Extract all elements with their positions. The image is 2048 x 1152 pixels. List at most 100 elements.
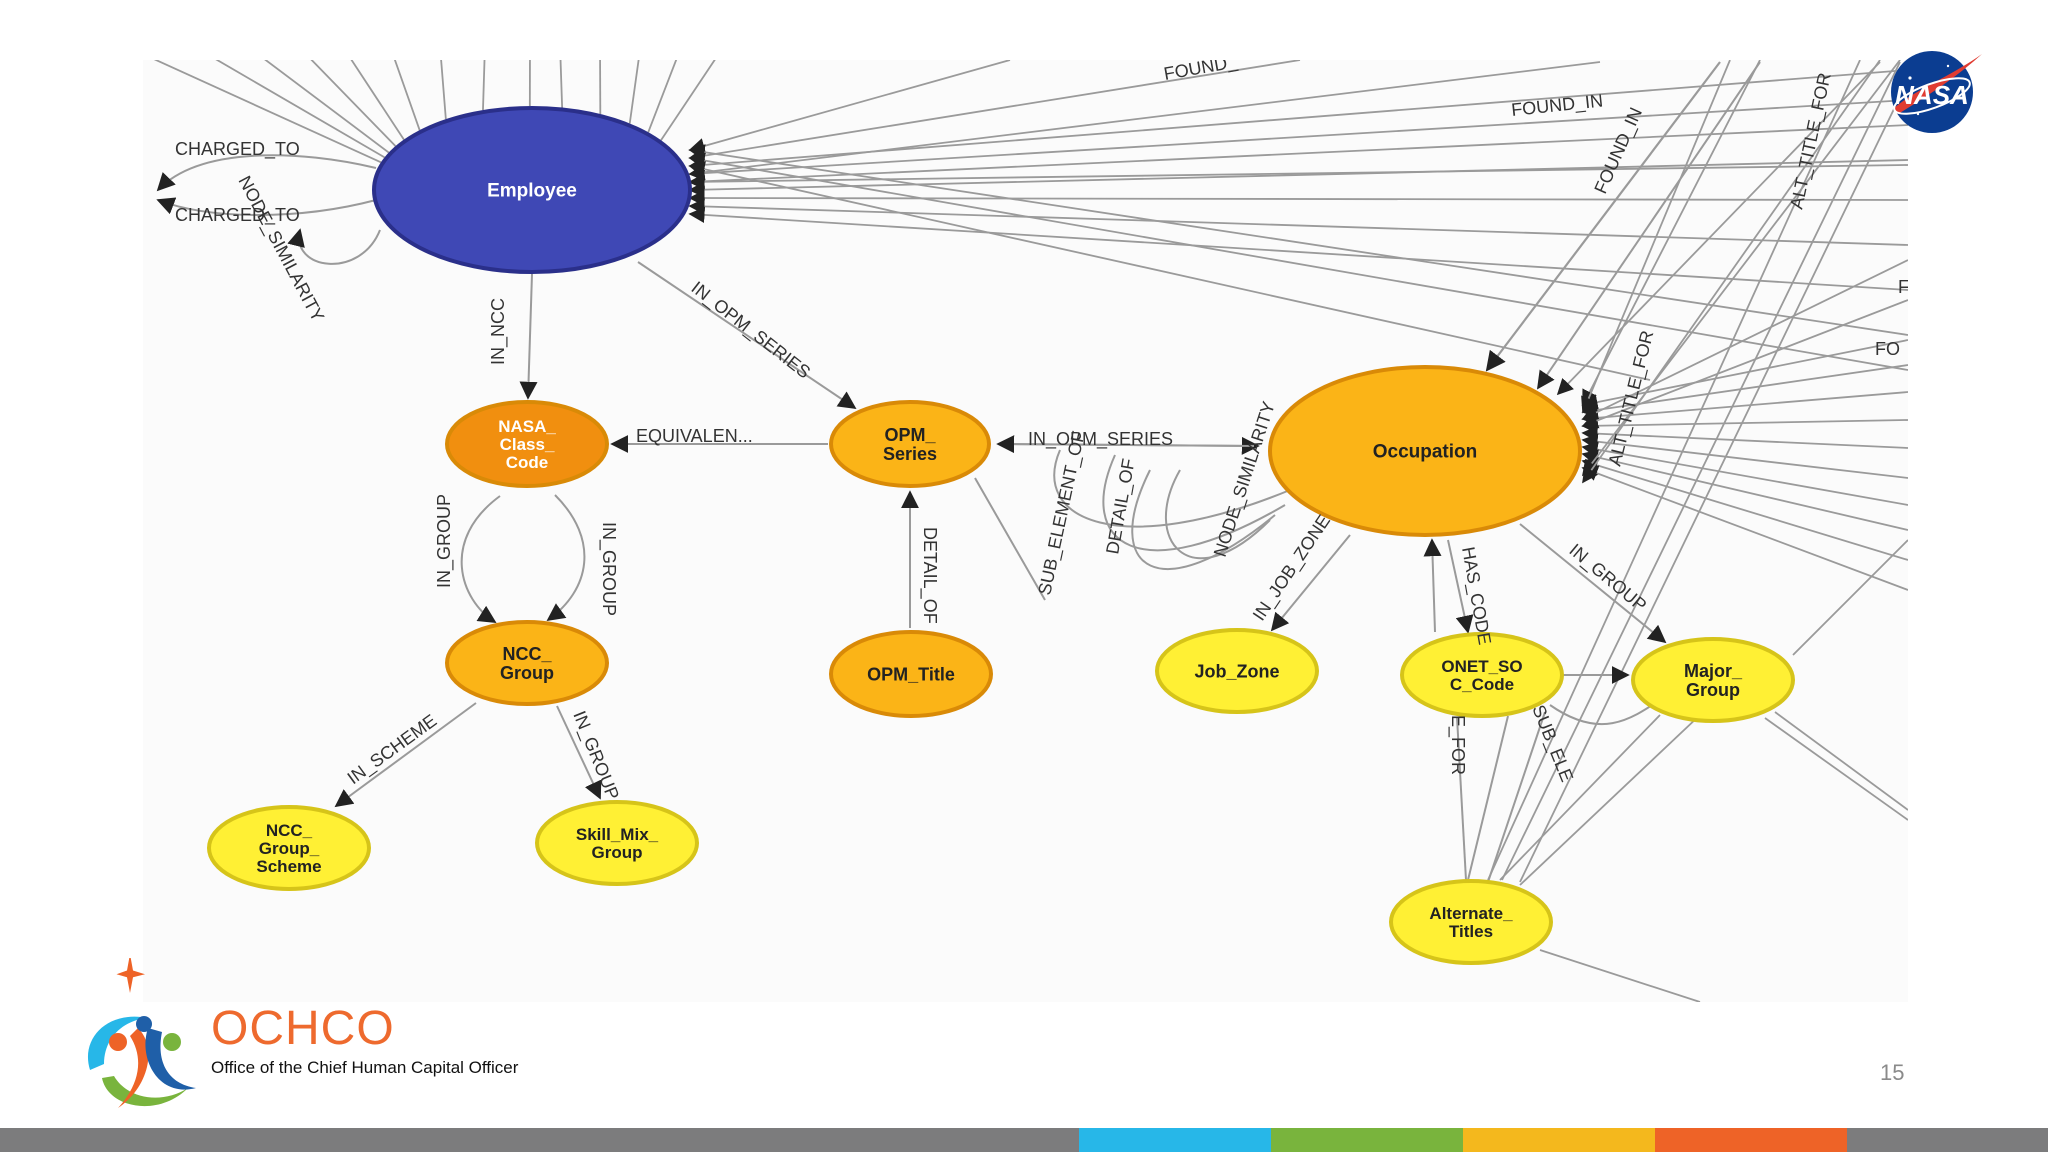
- edge-major-group-out: [1774, 711, 1908, 811]
- edge-label-sub-element-of: SUB_ELEMENT_OF: [1034, 429, 1089, 597]
- edge-found-in: [1485, 61, 1721, 372]
- node-circle: [535, 800, 699, 886]
- edge-detail-of-loop: [1053, 449, 1291, 528]
- edge-sub-element: [1467, 715, 1509, 881]
- edge-label-in-group-1: IN_GROUP: [434, 494, 455, 588]
- edge-sub-element-of: [974, 477, 1046, 601]
- edge-in-opm-series-occ: [996, 435, 1255, 454]
- edge-label-alt-title-for-2: ALT_TITLE_FOR: [1786, 71, 1835, 211]
- edge-in-job-zone: [1270, 534, 1351, 632]
- edge-employee-incoming: [215, 60, 386, 159]
- edges-layer: [153, 60, 1908, 1002]
- edge-employee-incoming: [559, 60, 564, 108]
- node-label-line: NCC_: [502, 644, 552, 664]
- nasa-logo-icon: NASA: [1891, 51, 1982, 133]
- edge-label-detail-of-1: DETAIL_OF: [919, 527, 940, 624]
- node-nasa-class-code[interactable]: NASA_Class_Code: [445, 400, 609, 488]
- node-label-line: Scheme: [256, 857, 321, 876]
- edge-employee-incoming: [688, 144, 1908, 336]
- edge-occupation-incoming: [1581, 339, 1908, 411]
- edge-label-equivalent: EQUIVALEN...: [636, 426, 753, 446]
- edge-occupation-incoming: [1581, 299, 1908, 429]
- node-circle: [829, 630, 993, 718]
- node-label: Skill_Mix_Group: [576, 825, 659, 862]
- organization-acronym: OCHCO: [211, 1002, 395, 1055]
- footer-color-bar: [0, 1128, 2048, 1152]
- edge-in-scheme: [334, 702, 477, 808]
- edge-node-similarity-loop: [1102, 454, 1286, 552]
- node-label: NCC_Group_Scheme: [256, 821, 321, 876]
- node-skill-mix-group[interactable]: Skill_Mix_Group: [535, 800, 699, 886]
- organization-name: Office of the Chief Human Capital Office…: [211, 1058, 519, 1077]
- edge-in-group-skill: [556, 705, 602, 800]
- node-label-line: OPM_: [884, 425, 936, 445]
- edge-label-found-in-2: FOUND_IN: [1510, 90, 1604, 121]
- node-label: Major_Group: [1684, 661, 1743, 700]
- edge-occupation-incoming: [1581, 465, 1908, 591]
- edge-employee-incoming: [688, 152, 1908, 371]
- edge-in-ncc: [519, 273, 538, 400]
- edge-occupation-incoming: [1581, 457, 1908, 561]
- node-employee[interactable]: Employee: [372, 106, 692, 274]
- edge-employee-incoming: [688, 61, 1601, 181]
- edge-occupation-incoming: [1581, 391, 1908, 426]
- edge-employee-incoming: [688, 60, 1301, 164]
- node-major-group[interactable]: Major_Group: [1631, 637, 1795, 723]
- node-label: Occupation: [1373, 442, 1478, 463]
- node-alternate-titles[interactable]: Alternate_Titles: [1389, 879, 1553, 965]
- node-opm-title[interactable]: OPM_Title: [829, 630, 993, 718]
- node-label-line: Alternate_: [1429, 904, 1513, 923]
- footer-bar-segment: [1655, 1128, 1847, 1152]
- node-label-line: ONET_SO: [1441, 657, 1522, 676]
- node-label: NASA_Class_Code: [498, 417, 556, 472]
- edge-label-found-in-1: FOUND_: [1162, 60, 1240, 85]
- footer-bar-segment: [1847, 1128, 2048, 1152]
- node-circle: [829, 400, 991, 488]
- edge-employee-incoming: [440, 60, 447, 120]
- edge-alt-title-out: [1519, 714, 1701, 886]
- edge-found-in: [1536, 61, 1761, 390]
- footer-bar-segment: [1463, 1128, 1655, 1152]
- edge-label-charged-to-1: CHARGED_TO: [175, 139, 300, 160]
- edge-alt-title: [1519, 79, 1908, 883]
- edge-node-similarity-loop: [1131, 469, 1276, 570]
- footer-bar-segment: [0, 1128, 1079, 1152]
- node-opm-series[interactable]: OPM_Series: [829, 400, 991, 488]
- edge-label-fo: FO: [1875, 339, 1900, 359]
- node-circle: [445, 400, 609, 488]
- node-label-line: Occupation: [1373, 442, 1478, 463]
- edge-employee-incoming: [688, 161, 1651, 381]
- node-job-zone[interactable]: Job_Zone: [1155, 628, 1319, 714]
- node-ncc-group[interactable]: NCC_Group: [445, 620, 609, 706]
- edge-label-has-code: HAS_CODE: [1457, 545, 1495, 646]
- node-label: NCC_Group: [500, 644, 554, 683]
- edge-occupation-incoming: [1581, 417, 1908, 434]
- edge-employee-incoming: [688, 189, 1908, 207]
- edge-employee-incoming: [628, 60, 640, 124]
- edge-sub-element-major: [1549, 699, 1661, 726]
- edge-employee-incoming: [350, 60, 405, 141]
- edge-employee-incoming: [310, 60, 397, 147]
- edge-has-code: [1447, 539, 1474, 634]
- edge-in-opm-series: [637, 261, 857, 410]
- node-ncc-group-scheme[interactable]: NCC_Group_Scheme: [207, 805, 371, 891]
- edge-employee-incoming: [688, 198, 1908, 246]
- edge-occupation-incoming: [1581, 425, 1908, 449]
- page-number: 15: [1880, 1060, 1905, 1085]
- node-label: Alternate_Titles: [1429, 904, 1513, 941]
- svg-text:NASA: NASA: [1895, 80, 1969, 110]
- node-circle: [372, 106, 692, 274]
- edge-charged-to: [156, 154, 377, 192]
- node-circle: [207, 805, 371, 891]
- node-label-line: Job_Zone: [1194, 661, 1279, 681]
- node-label-line: Group: [592, 843, 643, 862]
- edge-sub-element: [1487, 711, 1546, 883]
- node-occupation[interactable]: Occupation: [1268, 365, 1582, 537]
- edge-label-f: F: [1898, 277, 1908, 297]
- node-circle: [445, 620, 609, 706]
- edge-occupation-incoming: [1556, 61, 1881, 396]
